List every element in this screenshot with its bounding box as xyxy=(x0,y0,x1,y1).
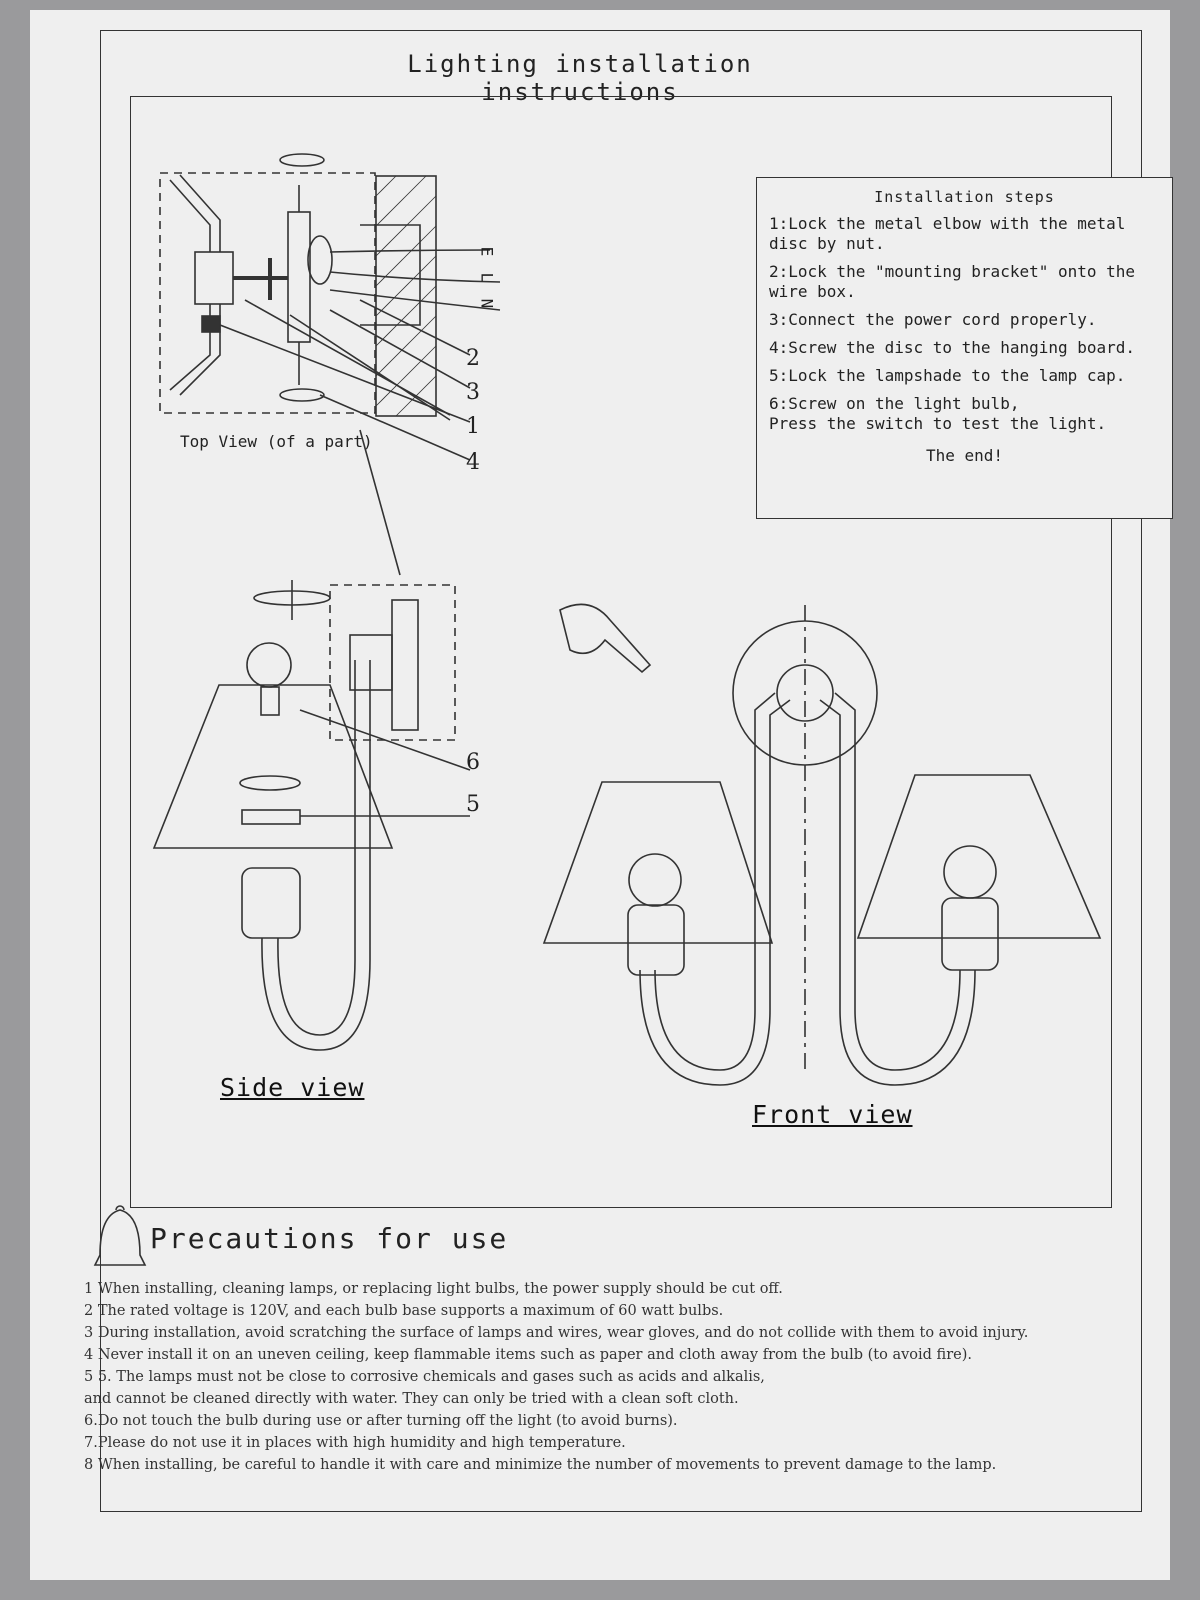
callout-2: 2 xyxy=(466,346,480,371)
pointing-hand-icon xyxy=(559,603,652,674)
step-1: 1:Lock the metal elbow with the metal di… xyxy=(769,214,1126,253)
precaution-3: 3 During installation, avoid scratching … xyxy=(84,1325,1029,1341)
side-view-socket xyxy=(241,867,301,939)
steps-end: The end! xyxy=(925,446,1004,465)
top-view-label: Top View (of a part) xyxy=(180,432,373,451)
installation-steps-box: Installation steps 1:Lock the metal elbo… xyxy=(756,177,1173,519)
precautions-title: Precautions for use xyxy=(150,1222,509,1255)
front-view-right-shade xyxy=(856,774,1102,939)
callout-5: 5 xyxy=(466,792,480,817)
precaution-8: 8 When installing, be careful to handle … xyxy=(84,1457,997,1473)
precaution-6: 6.Do not touch the bulb during use or af… xyxy=(84,1413,678,1429)
steps-heading: Installation steps xyxy=(874,188,1055,206)
wire-label-l: L xyxy=(477,272,497,283)
step-5: 5:Lock the lampshade to the lamp cap. xyxy=(769,366,1126,385)
callout-6: 6 xyxy=(466,750,480,775)
mounting-plate xyxy=(287,211,311,343)
side-view-lampshade xyxy=(152,684,394,849)
wire-label-e: E xyxy=(477,246,497,257)
page-title: Lighting installation instructions xyxy=(407,50,753,106)
bell-icon xyxy=(93,1205,147,1266)
installation-diagram xyxy=(93,153,1102,1266)
step-6: 6:Screw on the light bulb, Press the swi… xyxy=(769,394,1107,433)
side-view-bulb xyxy=(246,642,292,688)
side-view-plate xyxy=(391,599,419,731)
top-view-outline xyxy=(159,172,376,414)
side-view-mount-outline xyxy=(329,584,456,741)
callout-4: 4 xyxy=(466,450,480,475)
precaution-2: 2 The rated voltage is 120V, and each bu… xyxy=(84,1303,724,1319)
callout-1: 1 xyxy=(466,414,480,439)
front-view-left-shade xyxy=(542,781,774,944)
precaution-1: 1 When installing, cleaning lamps, or re… xyxy=(84,1281,783,1297)
instruction-sheet: Lighting installation instructions Insta… xyxy=(30,10,1173,1580)
elbow-bracket xyxy=(194,251,234,305)
outer-frame xyxy=(100,30,1142,1512)
precaution-5-cont: and cannot be cleaned directly with wate… xyxy=(84,1391,739,1407)
precautions-list: 1 When installing, cleaning lamps, or re… xyxy=(84,1278,1164,1476)
callout-3: 3 xyxy=(466,380,480,405)
precaution-5: 5 5. The lamps must not be close to corr… xyxy=(84,1369,765,1385)
diagram-frame: Installation steps 1:Lock the metal elbo… xyxy=(130,96,1173,1208)
precaution-7: 7.Please do not use it in places with hi… xyxy=(84,1435,626,1451)
step-4: 4:Screw the disc to the hanging board. xyxy=(769,338,1136,357)
front-view-label: Front view xyxy=(752,1100,913,1129)
side-view-label: Side view xyxy=(220,1073,365,1102)
wire-box xyxy=(360,224,421,326)
step-3: 3:Connect the power cord properly. xyxy=(769,310,1097,329)
wire-label-n: N xyxy=(477,298,497,309)
precaution-4: 4 Never install it on an uneven ceiling,… xyxy=(84,1347,972,1363)
step-2: 2:Lock the "mounting bracket" onto the w… xyxy=(769,262,1136,301)
